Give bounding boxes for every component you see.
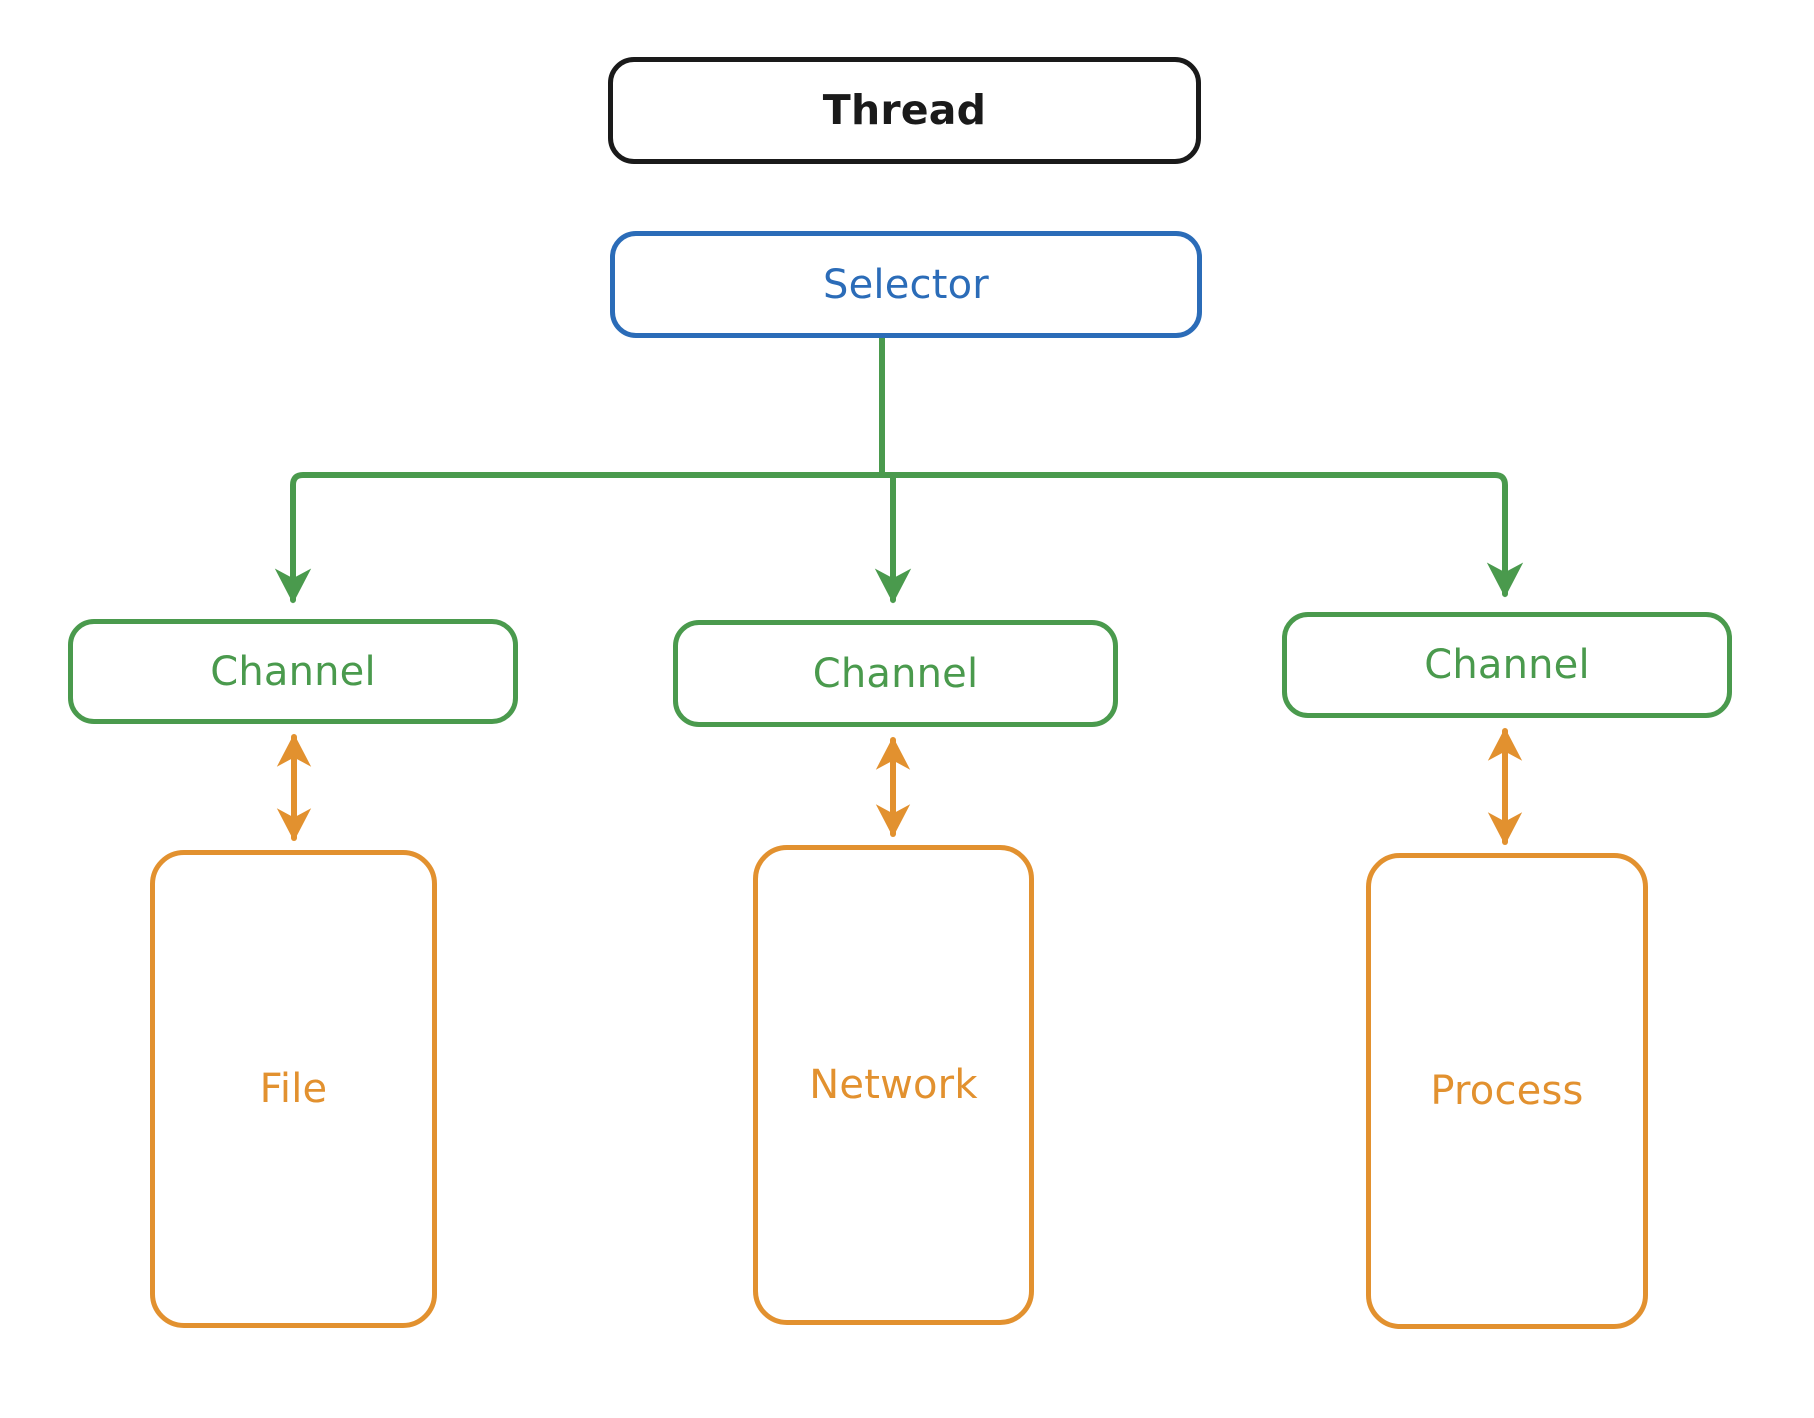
node-channel-1-label: Channel bbox=[210, 648, 376, 695]
node-process[interactable]: Process bbox=[1366, 853, 1648, 1329]
edge-selector-channel-3 bbox=[879, 472, 1524, 598]
edge-selector-channel-2 bbox=[874, 472, 912, 604]
node-file-label: File bbox=[259, 1066, 328, 1112]
edge-selector-channel-1 bbox=[274, 472, 885, 604]
node-network-label: Network bbox=[809, 1062, 978, 1108]
node-network[interactable]: Network bbox=[753, 845, 1034, 1325]
node-file[interactable]: File bbox=[150, 850, 437, 1328]
node-selector-label: Selector bbox=[823, 261, 989, 308]
node-channel-3[interactable]: Channel bbox=[1282, 612, 1732, 718]
node-thread[interactable]: Thread bbox=[608, 57, 1201, 164]
edge-selector-to-channels bbox=[274, 335, 1524, 604]
node-selector[interactable]: Selector bbox=[610, 231, 1202, 338]
node-channel-1[interactable]: Channel bbox=[68, 619, 518, 724]
node-channel-2-label: Channel bbox=[812, 650, 979, 697]
edge-channels-to-resources bbox=[276, 727, 1523, 846]
node-channel-2[interactable]: Channel bbox=[673, 620, 1118, 727]
node-thread-label: Thread bbox=[822, 86, 987, 134]
node-channel-3-label: Channel bbox=[1424, 642, 1590, 688]
node-process-label: Process bbox=[1430, 1068, 1584, 1114]
